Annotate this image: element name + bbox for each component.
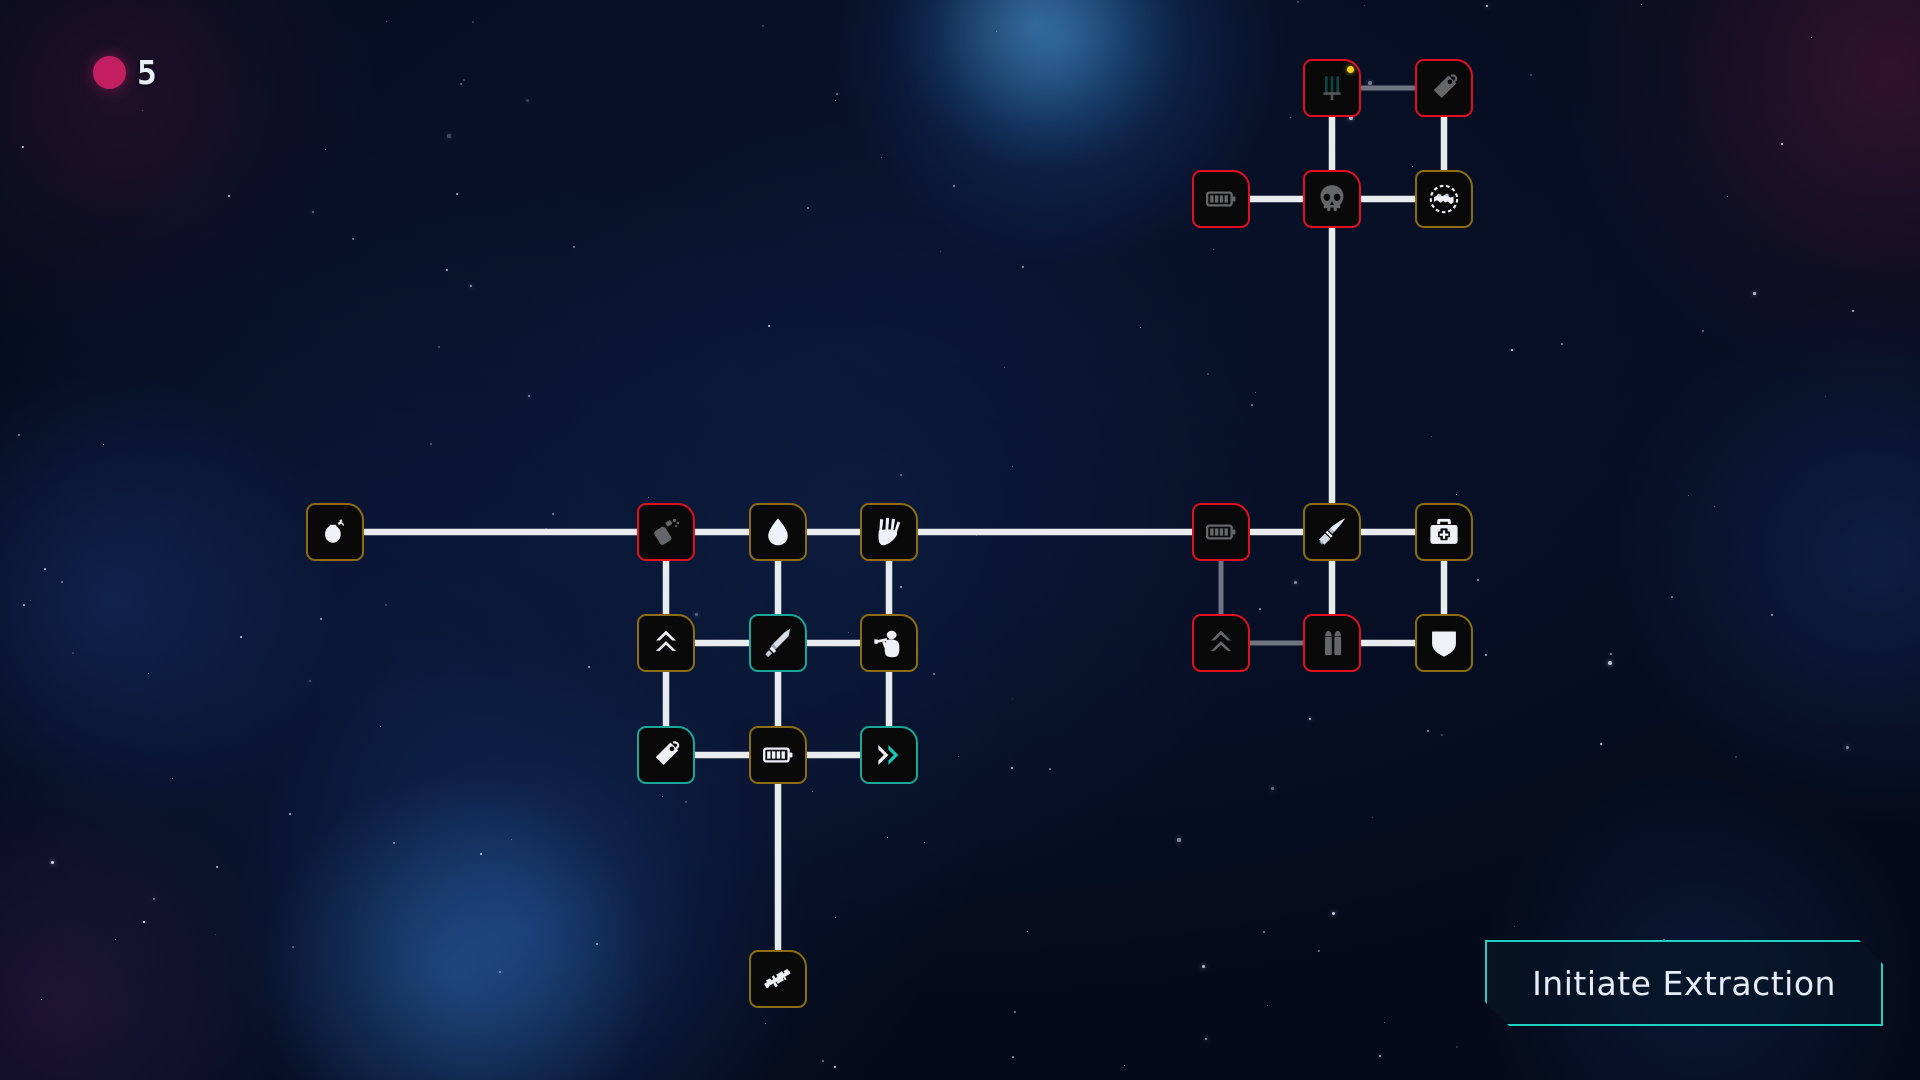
combat-knife-node[interactable] — [1303, 503, 1361, 561]
ammo-node[interactable] — [1303, 614, 1361, 672]
handshake-node[interactable] — [1415, 170, 1473, 228]
skull-icon — [1315, 182, 1349, 216]
currency-amount: 5 — [137, 53, 158, 92]
battery-icon — [1204, 515, 1238, 549]
battery-node[interactable] — [1192, 503, 1250, 561]
claw-hand-node[interactable] — [860, 503, 918, 561]
rank-chevron-node[interactable] — [637, 614, 695, 672]
double-chevron-up-icon — [649, 626, 683, 660]
droplet-icon — [761, 515, 795, 549]
fast-forward-node[interactable] — [860, 726, 918, 784]
currency-orb-icon — [93, 56, 126, 89]
claw-hand-icon — [872, 515, 906, 549]
soldier-node[interactable] — [860, 614, 918, 672]
tag-node[interactable] — [637, 726, 695, 784]
tag-icon — [649, 738, 683, 772]
combat-knife-icon — [1315, 515, 1349, 549]
double-chevron-right-icon — [872, 738, 906, 772]
droplet-node[interactable] — [749, 503, 807, 561]
spray-can-icon — [649, 515, 683, 549]
battery-node[interactable] — [749, 726, 807, 784]
rifle-node[interactable] — [749, 950, 807, 1008]
initiate-extraction-button[interactable]: Initiate Extraction — [1485, 940, 1883, 1026]
rifle-icon — [761, 962, 795, 996]
tag-icon — [1427, 71, 1461, 105]
soldier-rifle-icon — [872, 626, 906, 660]
rank-chevron-node[interactable] — [1192, 614, 1250, 672]
shield-node[interactable] — [1415, 614, 1473, 672]
currency-display: 5 — [93, 56, 158, 89]
handshake-icon — [1427, 182, 1461, 216]
double-chevron-up-icon — [1204, 626, 1238, 660]
tally-sword-icon — [1315, 71, 1349, 105]
node-badge-icon — [1347, 66, 1354, 73]
medkit-node[interactable] — [1415, 503, 1473, 561]
grenade-node[interactable] — [306, 503, 364, 561]
skull-node[interactable] — [1303, 170, 1361, 228]
dagger-node[interactable] — [749, 614, 807, 672]
dagger-icon — [761, 626, 795, 660]
tally-marks-node[interactable] — [1303, 59, 1361, 117]
grenade-icon — [318, 515, 352, 549]
bullets-icon — [1315, 626, 1349, 660]
shield-icon — [1427, 626, 1461, 660]
battery-node[interactable] — [1192, 170, 1250, 228]
battery-icon — [761, 738, 795, 772]
spray-can-node[interactable] — [637, 503, 695, 561]
initiate-extraction-label: Initiate Extraction — [1532, 963, 1836, 1003]
battery-icon — [1204, 182, 1238, 216]
medkit-icon — [1427, 515, 1461, 549]
tag-node[interactable] — [1415, 59, 1473, 117]
